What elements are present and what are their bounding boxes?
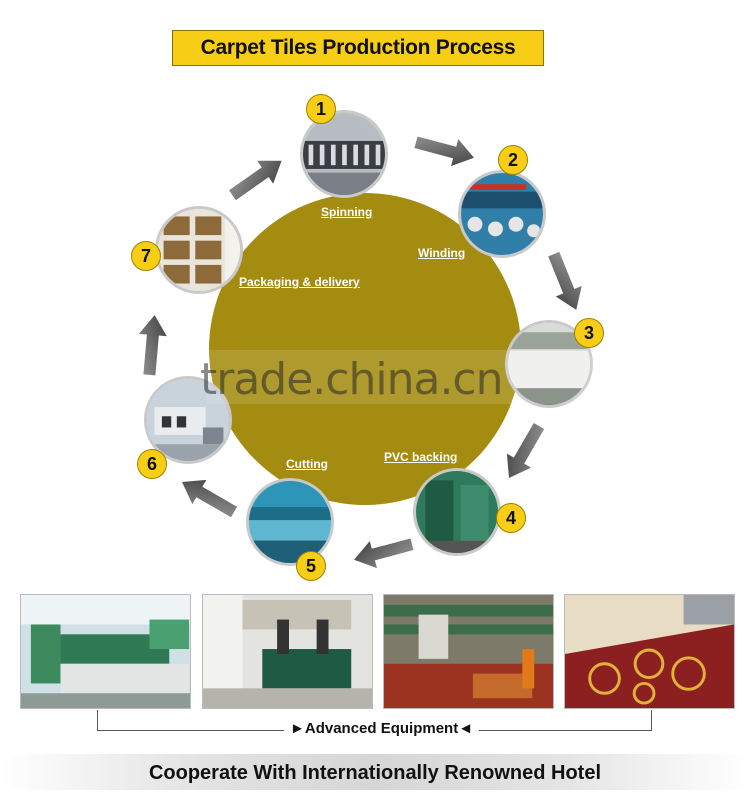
watermark-band [206,350,600,404]
page-title: Carpet Tiles Production Process [172,30,544,66]
step-label-5: Cutting [286,457,328,471]
step-number-5: 5 [296,551,326,581]
step-number-4: 4 [496,503,526,533]
arrow-2-to-3 [548,251,582,310]
step-label-4: PVC backing [384,450,458,464]
footer-band [0,754,750,790]
step-photo-5 [246,478,334,566]
center-circle [209,193,521,505]
arrow-7-to-1 [228,160,282,201]
cycle-arrows [138,136,582,569]
step-photo-7 [155,206,243,294]
arrow-1-to-2 [414,136,474,167]
step-number-6: 6 [137,449,167,479]
watermark: trade.china.cn [200,354,504,405]
arrow-5-to-6 [182,479,237,518]
step-photo-6 [144,376,232,464]
equipment-photo-1 [20,594,191,709]
step-number-2: 2 [498,145,528,175]
equipment-label: ►Advanced Equipment◄ [284,720,480,737]
step-label-2: Winding [418,246,466,260]
equipment-photo-4 [564,594,735,709]
equipment-photo-2 [202,594,373,709]
arrow-3-to-4 [506,423,545,478]
step-number-7: 7 [131,241,161,271]
footer-text: Cooperate With Internationally Renowned … [148,762,602,784]
step-number-1: 1 [306,94,336,124]
equipment-label-text: Advanced Equipment [304,720,459,737]
arrow-6-to-7 [138,315,167,376]
arrow-4-to-5 [354,538,414,569]
step-photo-3 [505,320,593,408]
step-photo-2 [458,170,546,258]
step-label-1: Spinning [321,205,373,219]
step-number-3: 3 [574,318,604,348]
equipment-photo-3 [383,594,554,709]
step-photo-1 [300,110,388,198]
step-label-7: Packaging & delivery [239,275,360,289]
step-photo-4 [413,468,501,556]
